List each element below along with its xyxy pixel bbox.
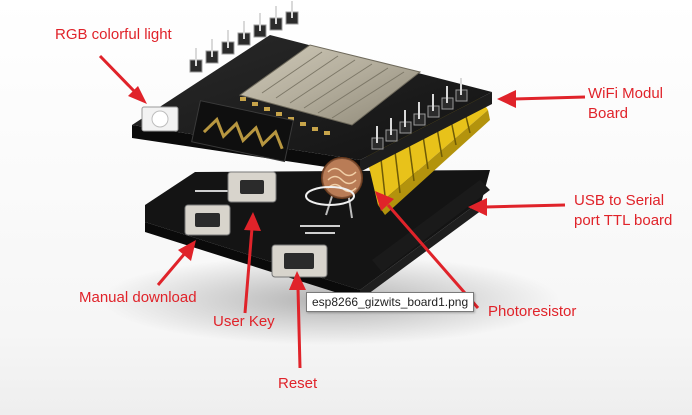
reset-button (271, 244, 328, 278)
arrow-reset (289, 271, 306, 369)
label-usb-serial-line1: USB to Serial (574, 192, 665, 209)
rgb-led (141, 106, 179, 132)
arrow-photoresistor (375, 191, 480, 309)
label-user-key: User Key (213, 313, 275, 330)
top-left-header (189, 11, 299, 73)
top-left-pins (195, 1, 293, 66)
label-wifi-board-line1: WiFi Modul (588, 85, 664, 102)
label-photoresistor: Photoresistor (488, 303, 577, 320)
callout-arrows (98, 54, 586, 369)
label-wifi-board-line2: Board (588, 105, 629, 122)
pcb-antenna (191, 100, 294, 163)
arrow-wifi-board (497, 90, 586, 108)
filename-tooltip: esp8266_gizwits_board1.png (306, 292, 475, 312)
label-rgb-light: RGB colorful light (55, 26, 172, 43)
wifi-module-board (132, 1, 492, 172)
user-key-button (227, 171, 277, 203)
arrow-rgb-light (98, 54, 147, 104)
arrow-usb-serial (468, 198, 566, 216)
esp-module-shield (238, 44, 422, 135)
arrow-manual-download (156, 240, 196, 286)
lower-header-pins (372, 180, 490, 272)
photoresistor-component (305, 157, 363, 219)
label-manual-download: Manual download (79, 289, 197, 306)
label-usb-serial-line2: port TTL board (574, 212, 673, 229)
label-reset: Reset (278, 375, 318, 392)
arrow-user-key (243, 212, 261, 314)
right-pins (376, 78, 462, 143)
manual-download-button (184, 204, 231, 236)
